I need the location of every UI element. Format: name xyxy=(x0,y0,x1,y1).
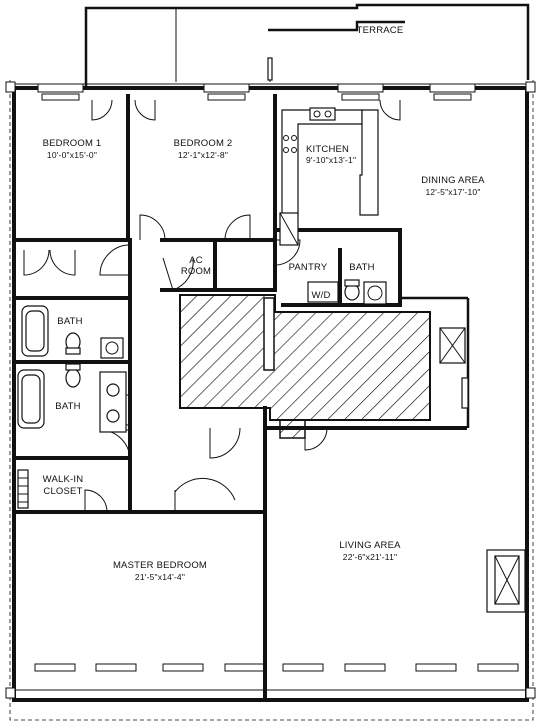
walkin-line1: WALK-IN xyxy=(43,474,84,485)
terrace: TERRACE xyxy=(84,3,530,90)
master-dims: 21'-5"x14'-4" xyxy=(135,572,185,582)
bedroom1-name: BEDROOM 1 xyxy=(43,138,102,149)
ac-room-line1: AC xyxy=(189,255,203,266)
structural-core xyxy=(179,294,431,439)
bedroom2-dims: 12'-1"x12'-8" xyxy=(178,150,228,160)
upper-bath-name: BATH xyxy=(57,316,82,327)
pantry-name: PANTRY xyxy=(289,262,328,273)
living-dims: 22'-6"x21'-11" xyxy=(343,552,397,562)
lower-bath-name: BATH xyxy=(55,401,80,412)
dining-dims: 12'-5"x17'-10" xyxy=(425,187,480,197)
bedroom1-dims: 10'-0"x15'-0" xyxy=(47,150,97,160)
bedroom2-name: BEDROOM 2 xyxy=(174,138,233,149)
ac-room-line2: ROOM xyxy=(181,266,211,277)
terrace-doors xyxy=(91,99,401,121)
doors xyxy=(23,214,328,513)
dining-name: DINING AREA xyxy=(421,175,485,186)
bottom-windows xyxy=(5,663,536,699)
kitchen-bath-name: BATH xyxy=(349,262,374,273)
walkin-line2: CLOSET xyxy=(43,486,82,497)
top-windows xyxy=(5,81,536,101)
master-name: MASTER BEDROOM xyxy=(113,560,207,571)
closet-shelving xyxy=(17,469,29,509)
kitchen-name: KITCHEN xyxy=(306,144,349,155)
living-name: LIVING AREA xyxy=(339,540,401,551)
terrace-label: TERRACE xyxy=(357,25,404,36)
room-labels: BEDROOM 1 10'-0"x15'-0" BEDROOM 2 12'-1"… xyxy=(43,138,485,582)
fireplace xyxy=(486,549,526,613)
wd-name: W/D xyxy=(311,290,330,301)
shaft xyxy=(439,327,469,409)
kitchen-dims: 9'-10"x13'-1" xyxy=(306,155,356,165)
kitchen-fixtures xyxy=(279,107,379,246)
bath-fixtures xyxy=(17,279,387,433)
